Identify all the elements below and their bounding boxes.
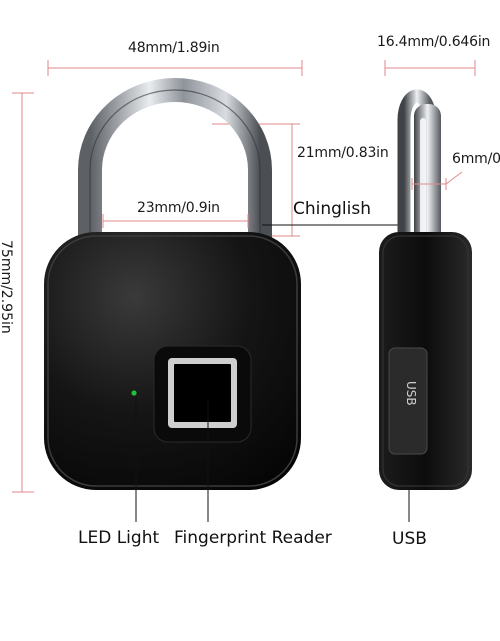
shackle-width-dimension-line	[102, 214, 249, 228]
side-body	[379, 232, 472, 490]
front-shackle	[78, 78, 272, 240]
usb-port-label: USB	[404, 381, 418, 406]
depth-label: 16.4mm/0.646in	[377, 34, 491, 50]
usb-callout: USB	[392, 529, 427, 549]
depth-dimension-line	[384, 60, 476, 76]
led-light-callout: LED Light	[78, 528, 160, 548]
width-label: 48mm/1.89in	[128, 40, 220, 56]
width-dimension-line	[47, 60, 303, 76]
chinglish-callout: Chinglish	[293, 199, 372, 219]
side-shackle	[397, 89, 441, 254]
shackle-thickness-dimension-line	[411, 171, 463, 190]
height-dimension-line	[12, 92, 34, 493]
fingerprint-sensor	[153, 345, 252, 443]
shackle-thickness-label: 6mm/0	[452, 151, 500, 167]
overall-height-label: 75mm/2.95in	[0, 240, 14, 334]
fingerprint-reader-callout: Fingerprint Reader	[174, 528, 332, 548]
led-indicator	[131, 390, 137, 396]
shackle-width-label: 23mm/0.9in	[137, 200, 220, 216]
shackle-height-label: 21mm/0.83in	[297, 145, 389, 161]
